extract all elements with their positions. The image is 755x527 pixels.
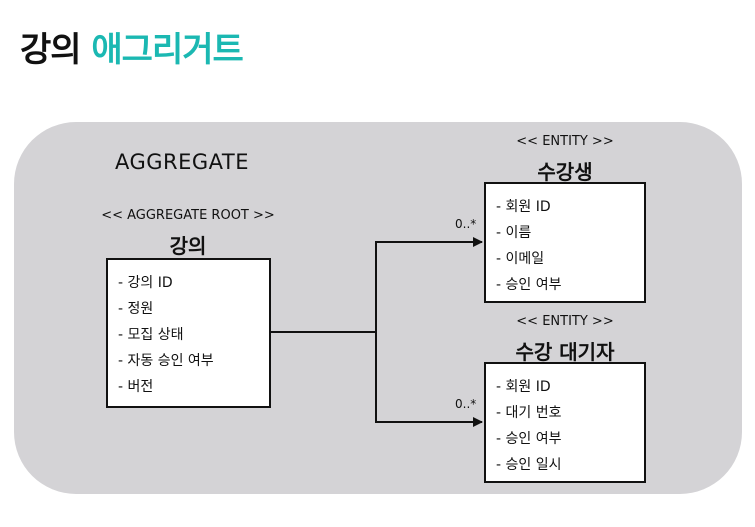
entity-attribute: - 승인 여부: [496, 277, 562, 293]
title-plain: 강의: [20, 30, 82, 70]
entity-box-waitlist: - 회원 ID - 대기 번호 - 승인 여부 - 승인 일시: [484, 362, 646, 483]
entity-attribute: - 이메일: [496, 251, 545, 267]
multiplicity-waitlist: 0..*: [455, 397, 477, 411]
entity-stereotype-waitlist: << ENTITY >>: [516, 314, 614, 329]
entity-attribute: - 이름: [496, 225, 532, 241]
root-stereotype: << AGGREGATE ROOT >>: [101, 208, 275, 223]
aggregate-label: AGGREGATE: [115, 150, 250, 174]
entity-name-student: 수강생: [537, 160, 593, 184]
root-name: 강의: [169, 234, 207, 258]
entity-attribute: - 승인 일시: [496, 457, 562, 473]
entity-name-waitlist: 수강 대기자: [515, 340, 615, 364]
root-attribute: - 정원: [118, 301, 154, 317]
entity-attribute: - 대기 번호: [496, 405, 562, 421]
root-attribute: - 자동 승인 여부: [118, 353, 214, 369]
root-attribute: - 버전: [118, 379, 154, 395]
root-box: - 강의 ID - 정원 - 모집 상태 - 자동 승인 여부 - 버전: [106, 258, 271, 408]
root-attribute: - 강의 ID: [118, 275, 173, 291]
page-title: 강의 애그리거트: [20, 22, 244, 71]
entity-box-student: - 회원 ID - 이름 - 이메일 - 승인 여부: [484, 182, 646, 303]
entity-attribute: - 회원 ID: [496, 199, 551, 215]
entity-attribute: - 회원 ID: [496, 379, 551, 395]
entity-attribute: - 승인 여부: [496, 431, 562, 447]
root-attribute: - 모집 상태: [118, 327, 184, 343]
entity-stereotype-student: << ENTITY >>: [516, 134, 614, 149]
title-accent: 애그리거트: [91, 30, 243, 70]
multiplicity-student: 0..*: [455, 217, 477, 231]
